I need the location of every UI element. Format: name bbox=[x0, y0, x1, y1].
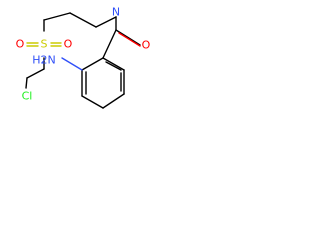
sulfonyl-oxygen-left-label: O bbox=[16, 38, 25, 51]
bond-cl-c bbox=[25, 77, 28, 89]
chemical-structure: S O O N O H2N Cl bbox=[16, 6, 151, 109]
bonds bbox=[25, 12, 141, 109]
bond-amide-ring bbox=[102, 29, 117, 59]
bond-c-c-left bbox=[26, 68, 45, 79]
atom-labels: S O O N O H2N Cl bbox=[16, 6, 151, 103]
ring-bond-4 bbox=[81, 95, 104, 109]
sulfur-label: S bbox=[41, 38, 48, 51]
sulfonyl-oxygen-right-label: O bbox=[64, 38, 73, 51]
bond-c-o-amide-b bbox=[118, 32, 141, 47]
ring-bond-1 bbox=[102, 57, 125, 71]
bond-c-n bbox=[95, 16, 117, 28]
bond-ring-amine bbox=[61, 57, 83, 71]
bond-c-c-top bbox=[43, 12, 71, 21]
bond-c-c-upper bbox=[69, 12, 97, 28]
chlorine-label: Cl bbox=[22, 90, 33, 103]
ring-bond-3 bbox=[102, 93, 125, 109]
carbonyl-oxygen-label: O bbox=[142, 39, 151, 52]
amide-nitrogen-label: N bbox=[112, 6, 120, 19]
ring-bond-6 bbox=[81, 57, 104, 71]
bond-c-o-amide-a bbox=[115, 29, 141, 46]
ring-double-1 bbox=[105, 61, 122, 71]
amine-label: H2N bbox=[32, 54, 56, 67]
